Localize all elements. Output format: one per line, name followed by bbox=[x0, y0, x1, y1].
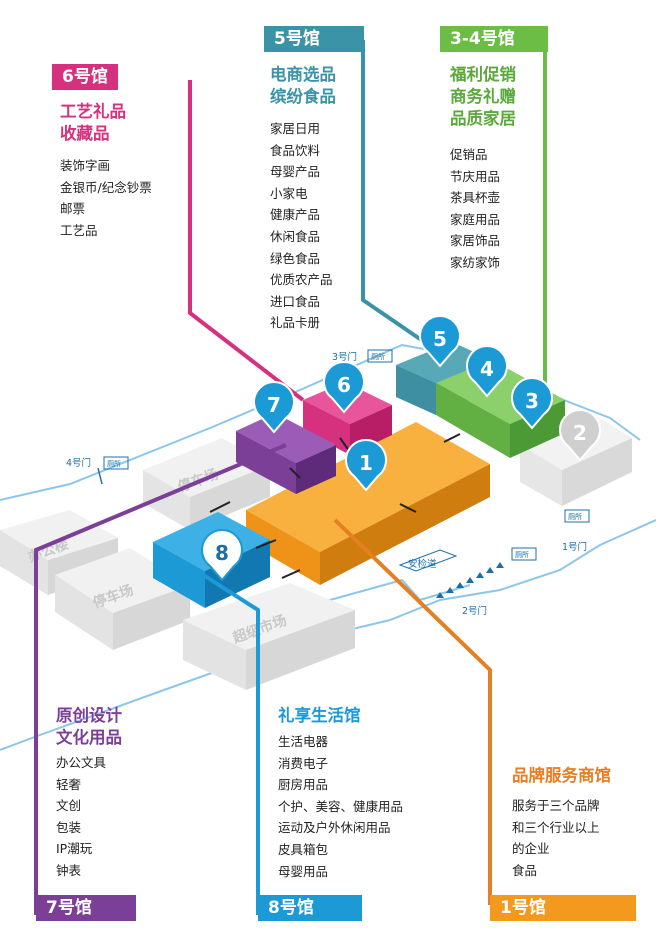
list-item: 邮票 bbox=[60, 201, 86, 217]
hall-8-title: 礼享生活馆 bbox=[278, 706, 361, 725]
list-item: 休闲食品 bbox=[270, 228, 321, 244]
hall-1-title: 品牌服务商馆 bbox=[512, 766, 611, 785]
connector-arrows bbox=[209, 433, 461, 579]
pin-hall-3[interactable]: 3 bbox=[511, 377, 553, 430]
pin-hall-5[interactable]: 5 bbox=[419, 315, 461, 368]
hall-5-title: 电商选品缤纷食品 bbox=[270, 65, 336, 106]
svg-text:1号门: 1号门 bbox=[562, 541, 587, 553]
list-item: 母婴用品 bbox=[278, 863, 329, 879]
list-item: 家居饰品 bbox=[450, 233, 501, 249]
svg-text:厕所: 厕所 bbox=[371, 352, 385, 361]
hall-7-items: 办公文具 轻奢 文创 包装 IP潮玩 钟表 bbox=[56, 752, 106, 882]
list-item: 文创 bbox=[56, 798, 82, 814]
pin-hall-2[interactable]: 2 bbox=[559, 409, 601, 462]
list-item: 办公文具 bbox=[56, 755, 107, 770]
svg-text:3号门: 3号门 bbox=[332, 351, 357, 363]
list-item: 礼品卡册 bbox=[270, 315, 321, 331]
hall-5-tag: 5号馆 bbox=[264, 26, 364, 52]
hall-8-tag: 8号馆 bbox=[258, 895, 362, 921]
gate-2: 2号门 厕所 bbox=[436, 547, 537, 617]
list-item: 小家电 bbox=[270, 185, 308, 201]
building-supermarket bbox=[183, 583, 355, 690]
list-item: 的企业 bbox=[512, 841, 550, 857]
list-item: 食品 bbox=[512, 862, 538, 878]
list-item: 厨房用品 bbox=[278, 777, 329, 793]
list-item: 家庭用品 bbox=[450, 211, 501, 227]
hall-6-tag: 6号馆 bbox=[52, 64, 118, 90]
list-item: 食品饮料 bbox=[270, 142, 321, 158]
security-lane: 安检道 bbox=[398, 549, 458, 572]
list-item: 消费电子 bbox=[278, 755, 329, 771]
hall-7-tag: 7号馆 bbox=[36, 895, 136, 921]
list-item: 金银币/纪念钞票 bbox=[60, 179, 152, 195]
svg-text:1: 1 bbox=[359, 451, 373, 475]
list-item: 家居日用 bbox=[270, 121, 321, 136]
svg-text:2: 2 bbox=[573, 421, 587, 445]
hall-8-items: 生活电器 消费电子 厨房用品 个护、美容、健康用品 运动及户外休闲用品 皮具箱包… bbox=[278, 731, 403, 882]
pin-hall-6[interactable]: 6 bbox=[323, 361, 365, 414]
list-item: 服务于三个品牌 bbox=[512, 798, 600, 813]
gate-1: 1号门 厕所 bbox=[562, 509, 590, 553]
svg-text:4号门: 4号门 bbox=[66, 457, 91, 469]
list-item: 轻奢 bbox=[56, 776, 82, 792]
pin-hall-1[interactable]: 1 bbox=[345, 439, 387, 492]
hall-5-items: 家居日用 食品饮料 母婴产品 小家电 健康产品 休闲食品 绿色食品 优质农产品 … bbox=[270, 118, 333, 334]
list-item: 包装 bbox=[56, 819, 82, 835]
list-item: 钟表 bbox=[56, 862, 82, 878]
svg-text:4: 4 bbox=[480, 357, 494, 381]
svg-text:厕所: 厕所 bbox=[107, 459, 121, 468]
list-item: IP潮玩 bbox=[56, 841, 93, 857]
pin-hall-8[interactable]: 8 bbox=[201, 529, 243, 582]
hall-1-items: 服务于三个品牌 和三个行业以上 的企业 食品 bbox=[512, 795, 600, 881]
svg-text:安检道: 安检道 bbox=[408, 558, 437, 570]
list-item: 健康产品 bbox=[270, 207, 321, 223]
list-item: 绿色食品 bbox=[270, 250, 321, 266]
list-item: 运动及户外休闲用品 bbox=[278, 820, 391, 836]
svg-text:厕所: 厕所 bbox=[568, 512, 582, 521]
svg-text:7: 7 bbox=[267, 393, 281, 417]
hall-7-block bbox=[236, 413, 336, 494]
gate-4: 4号门 厕所 bbox=[66, 456, 129, 485]
road-boundary bbox=[0, 519, 656, 751]
svg-text:6: 6 bbox=[337, 373, 351, 397]
hall-34-title: 福利促销商务礼赠品质家居 bbox=[450, 65, 516, 128]
hall-6-items: 装饰字画 金银币/纪念钞票 邮票 工艺品 bbox=[60, 155, 152, 241]
pin-hall-4[interactable]: 4 bbox=[466, 345, 508, 398]
list-item: 进口食品 bbox=[270, 293, 321, 309]
list-item: 皮具箱包 bbox=[278, 841, 329, 857]
list-item: 优质农产品 bbox=[270, 272, 333, 288]
hall-34-tag: 3-4号馆 bbox=[440, 26, 548, 52]
hall-6-title: 工艺礼品收藏品 bbox=[60, 102, 126, 143]
hall-34-items: 促销品 节庆用品 茶具杯壶 家庭用品 家居饰品 家纺家饰 bbox=[450, 144, 500, 274]
list-item: 促销品 bbox=[450, 147, 488, 162]
svg-text:厕所: 厕所 bbox=[515, 550, 529, 559]
list-item: 装饰字画 bbox=[60, 158, 111, 173]
svg-text:8: 8 bbox=[215, 541, 229, 565]
list-item: 工艺品 bbox=[60, 222, 98, 238]
svg-text:2号门: 2号门 bbox=[462, 605, 487, 617]
list-item: 家纺家饰 bbox=[450, 254, 501, 270]
hall-7-title: 原创设计文化用品 bbox=[56, 706, 122, 747]
list-item: 生活电器 bbox=[278, 734, 329, 749]
pin-hall-7[interactable]: 7 bbox=[253, 381, 295, 434]
svg-text:3: 3 bbox=[525, 389, 539, 413]
hall-1-tag: 1号馆 bbox=[490, 895, 636, 921]
list-item: 茶具杯壶 bbox=[450, 190, 501, 206]
list-item: 节庆用品 bbox=[450, 168, 501, 184]
list-item: 个护、美容、健康用品 bbox=[278, 798, 404, 814]
list-item: 母婴产品 bbox=[270, 164, 321, 180]
svg-text:5: 5 bbox=[433, 327, 447, 351]
leader-lines bbox=[34, 40, 547, 915]
list-item: 和三个行业以上 bbox=[512, 819, 600, 835]
